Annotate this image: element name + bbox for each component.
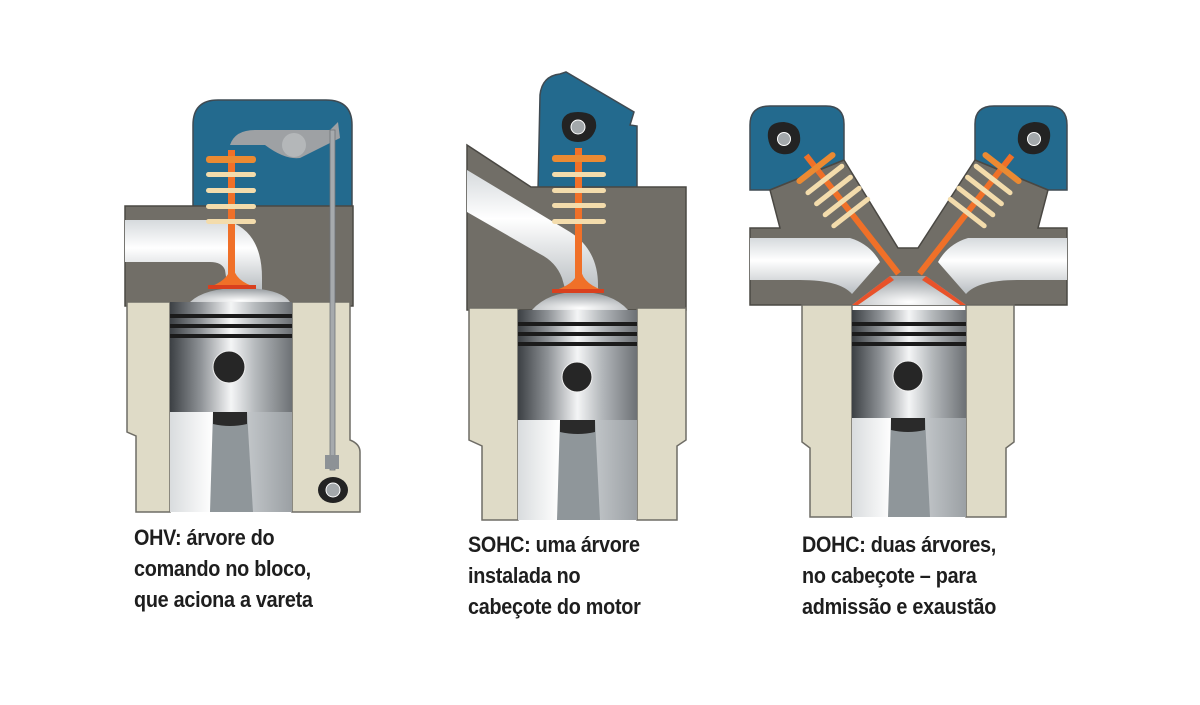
ohv-caption-line: que aciona a vareta [134,587,313,612]
dohc-cylinder-wall-right [965,304,1015,518]
ohv-valve-stem [228,150,235,285]
sohc-piston-pin [561,361,593,393]
ohv-connecting-rod [210,412,253,512]
sohc-connecting-rod [557,420,600,520]
ohv-cylinder-wall-left [126,301,171,513]
sohc-valve-spring [552,172,606,224]
ohv-caption-line: OHV: árvore do [134,525,275,550]
dohc-intake-port [750,238,880,294]
sohc-caption: SOHC: uma árvore instalada no cabeçote d… [468,529,641,622]
dohc-caption: DOHC: duas árvores, no cabeçote – para a… [802,529,996,622]
ohv-intake-port [125,220,262,290]
sohc-valve-stem [575,148,582,288]
sohc-caption-line: instalada no [468,563,581,588]
dohc-caption-line: DOHC: duas árvores, [802,532,997,557]
dohc-connecting-rod [888,418,930,517]
sohc-caption-line: cabeçote do motor [468,594,641,619]
sohc-intake-port [467,170,598,292]
dohc-intake-valve [796,152,901,276]
ohv-cylinder-head [192,99,353,211]
sohc-cylinder-wall-left [468,307,519,521]
dohc-caption-line: admissão e exaustão [802,594,997,619]
sohc-caption-line: SOHC: uma árvore [468,532,640,557]
ohv-pushrod [329,129,336,471]
sohc-cylinder-wall-right [636,307,687,521]
dohc-diagram [749,105,1068,518]
ohv-combustion-dome [190,288,290,302]
sohc-diagram [466,71,687,521]
ohv-valve-spring [206,172,256,224]
ohv-cylinder-wall-right [291,301,361,513]
ohv-piston-pin [212,350,246,384]
dohc-exhaust-valve [917,152,1022,276]
dohc-piston-pin [892,360,924,392]
ohv-caption: OHV: árvore do comando no bloco, que aci… [134,522,313,615]
dohc-cylinder-wall-left [801,304,853,518]
dohc-exhaust-port [938,238,1067,294]
ohv-diagram [124,99,361,513]
dohc-caption-line: no cabeçote – para [802,563,977,588]
ohv-caption-line: comando no bloco, [134,556,311,581]
